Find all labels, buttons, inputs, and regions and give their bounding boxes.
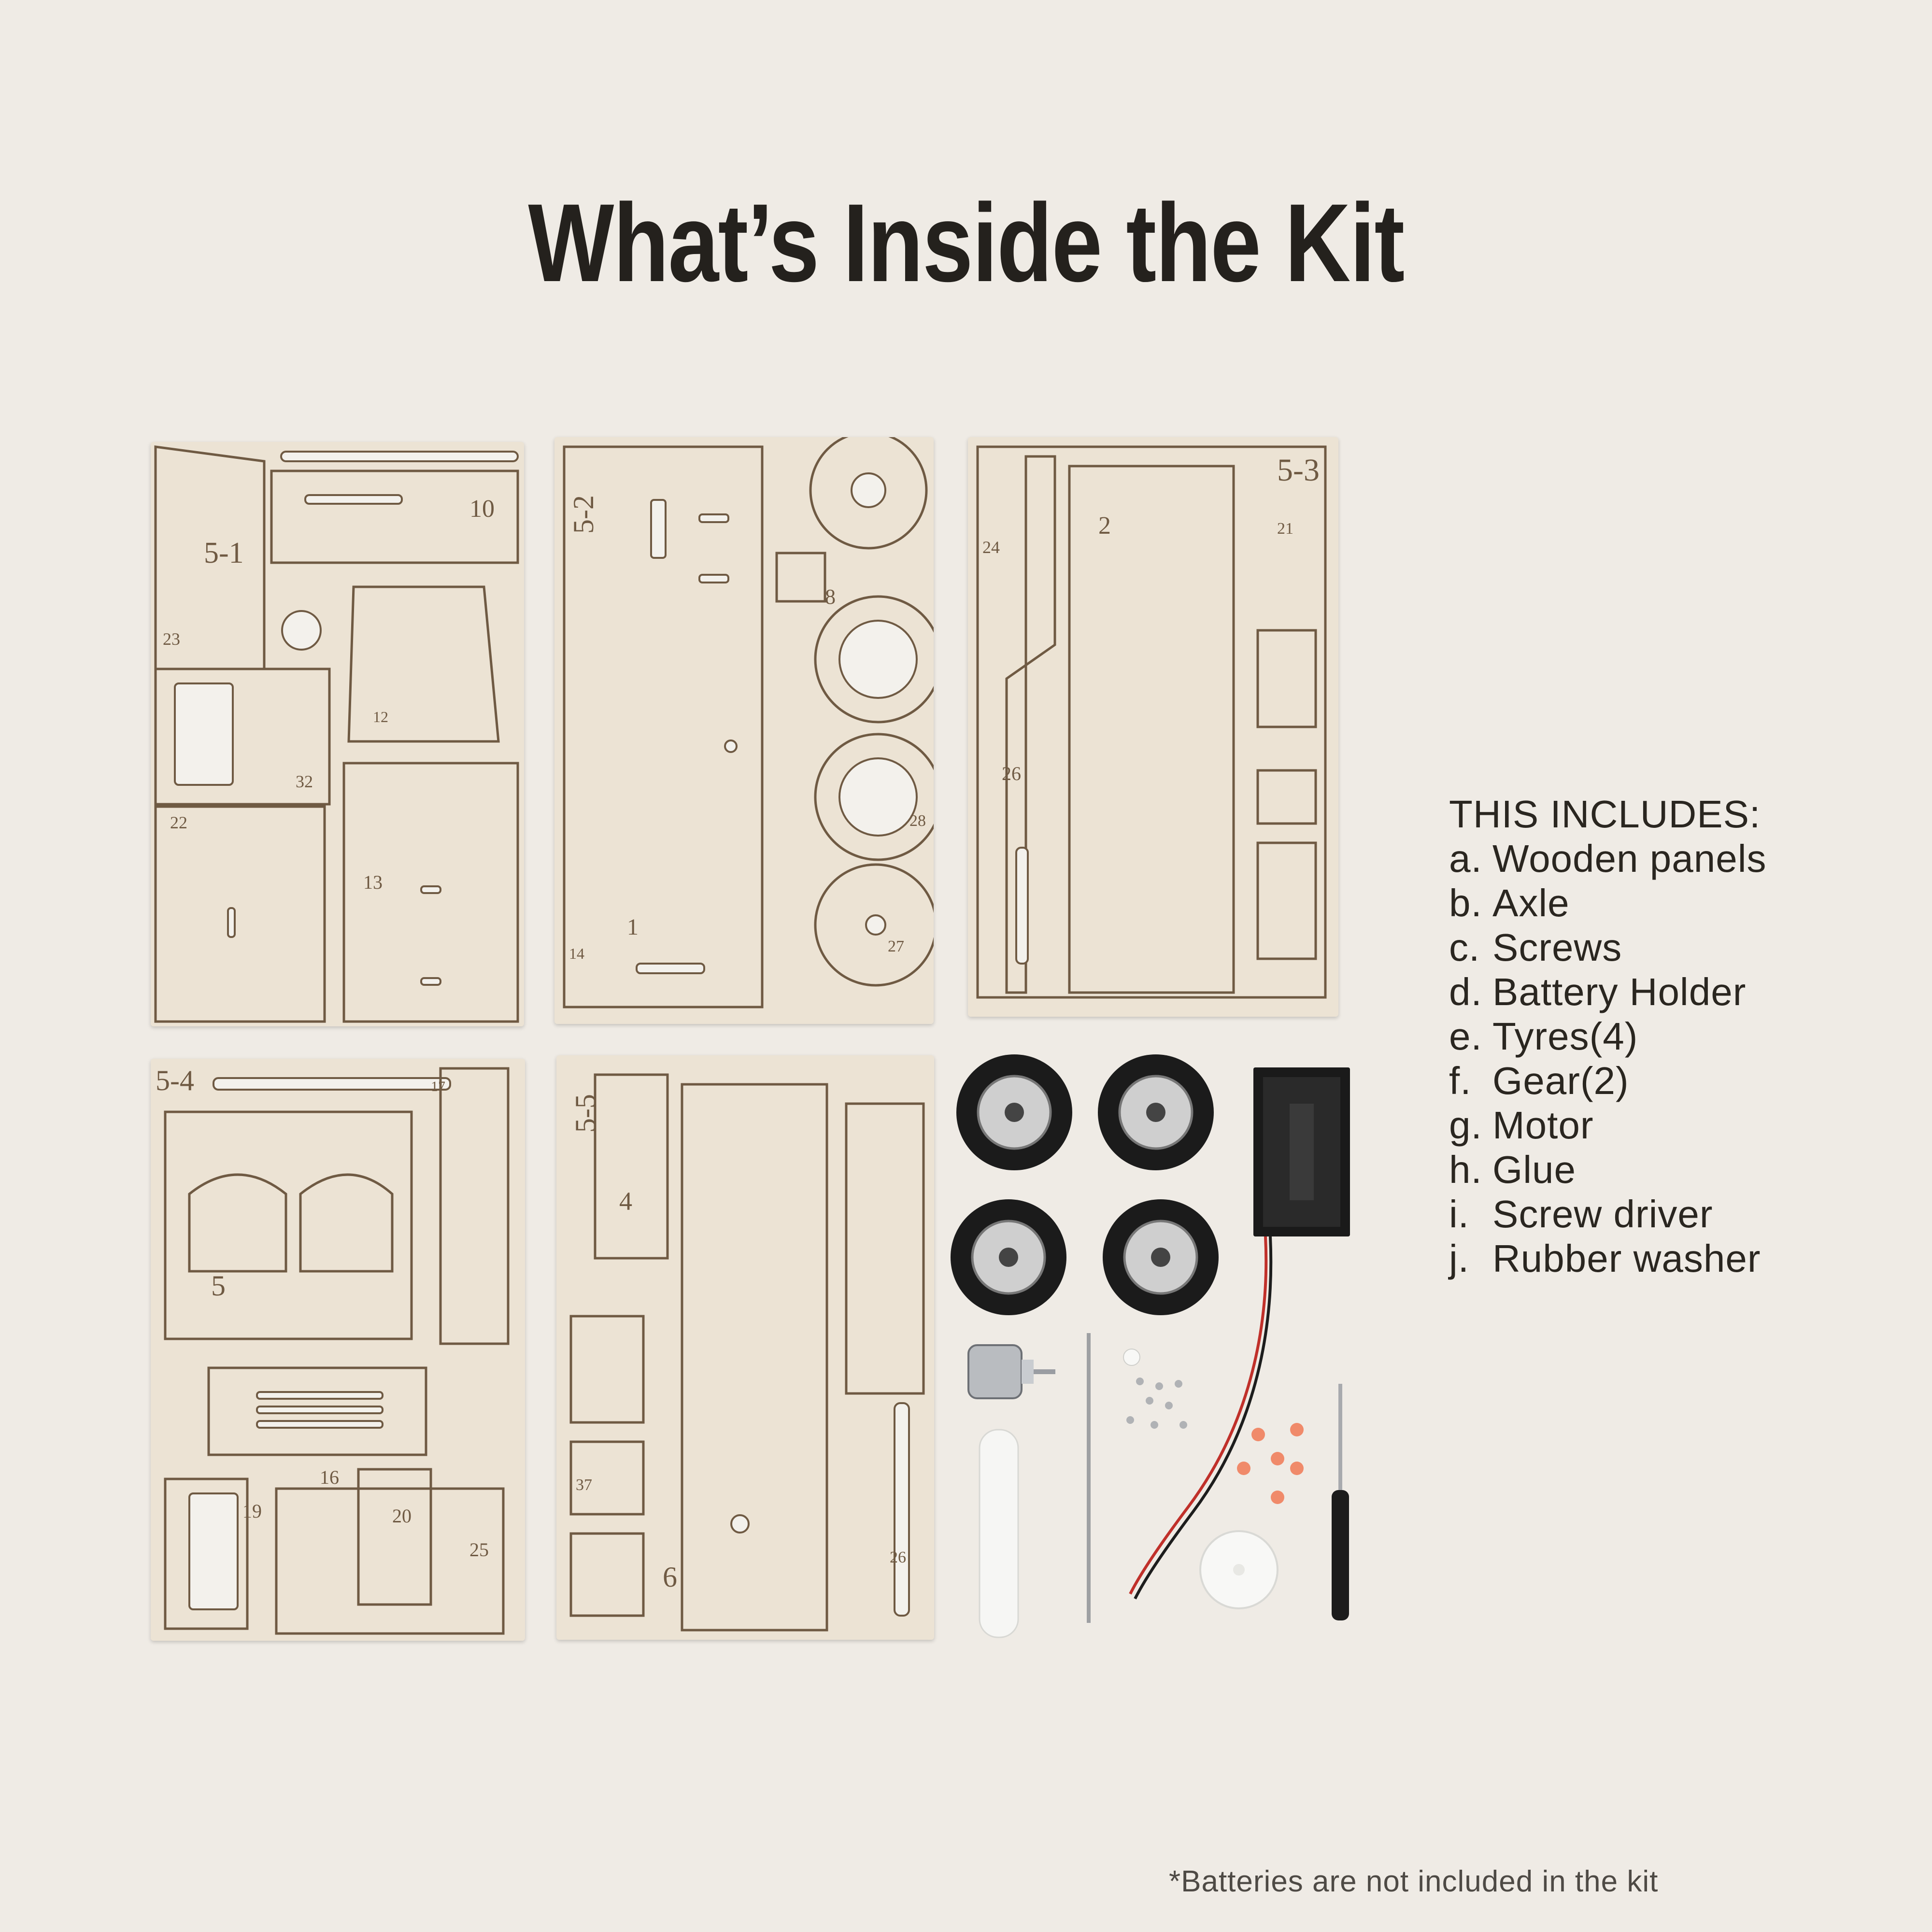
- svg-text:10: 10: [469, 495, 495, 523]
- list-item: i.Screw driver: [1449, 1193, 1713, 1236]
- svg-text:27: 27: [888, 938, 904, 955]
- svg-text:26: 26: [890, 1548, 906, 1566]
- svg-text:2: 2: [1098, 512, 1111, 540]
- screws: [1121, 1372, 1198, 1444]
- includes-list: THIS INCLUDES: a.Wooden panels b.Axle c.…: [1449, 792, 1767, 1281]
- svg-text:21: 21: [1277, 520, 1293, 538]
- large-gear: [1198, 1529, 1280, 1611]
- list-item: a.Wooden panels: [1449, 837, 1767, 880]
- tyre-4: [1100, 1197, 1221, 1318]
- svg-text:5: 5: [211, 1270, 226, 1302]
- panel-label: 5-1: [204, 537, 244, 569]
- svg-text:19: 19: [242, 1500, 262, 1522]
- svg-text:24: 24: [982, 538, 1000, 557]
- footnote: *Batteries are not included in the kit: [1169, 1865, 1659, 1898]
- wooden-panel-5-3: 5-3 2 21 24 26: [968, 437, 1338, 1017]
- svg-text:4: 4: [619, 1187, 632, 1216]
- axle: [1084, 1333, 1094, 1623]
- screwdriver: [1326, 1384, 1355, 1620]
- svg-text:14: 14: [569, 945, 584, 962]
- battery-wires: [1121, 1236, 1304, 1604]
- svg-text:1: 1: [627, 914, 639, 940]
- page-title: What’s Inside the Kit: [528, 181, 1405, 305]
- wooden-panel-5-1: 5-1 10 23 12 32 22 13: [151, 442, 524, 1026]
- svg-text:28: 28: [909, 812, 926, 830]
- wooden-panel-5-2: 5-2 8 1 28 27 14: [554, 437, 934, 1024]
- list-item: c.Screws: [1449, 926, 1622, 969]
- list-item: f.Gear(2): [1449, 1059, 1629, 1102]
- wooden-panel-5-4: 5-4 17 5 16 19 20 25: [151, 1059, 525, 1641]
- tyre-1: [954, 1052, 1075, 1173]
- tyre-2: [1095, 1052, 1216, 1173]
- svg-text:23: 23: [163, 629, 180, 649]
- rubber-washers: [1234, 1420, 1316, 1507]
- small-gear: [1122, 1348, 1141, 1367]
- list-item: d.Battery Holder: [1449, 970, 1747, 1013]
- includes-heading: THIS INCLUDES:: [1449, 793, 1761, 836]
- list-item: h.Glue: [1449, 1148, 1576, 1191]
- tyre-3: [948, 1197, 1069, 1318]
- motor: [959, 1335, 1055, 1408]
- svg-text:6: 6: [663, 1561, 677, 1593]
- list-item: e.Tyres(4): [1449, 1015, 1638, 1058]
- svg-text:5-2: 5-2: [568, 495, 599, 534]
- svg-text:17: 17: [431, 1079, 445, 1094]
- svg-text:5-3: 5-3: [1277, 453, 1320, 488]
- svg-text:22: 22: [170, 813, 187, 832]
- panel-label: 5-4: [156, 1065, 194, 1096]
- glue-tube: [975, 1427, 1023, 1640]
- list-item: j.Rubber washer: [1449, 1237, 1761, 1280]
- svg-text:12: 12: [373, 708, 388, 725]
- svg-text:25: 25: [469, 1539, 489, 1561]
- svg-text:5-5: 5-5: [569, 1094, 601, 1133]
- svg-text:13: 13: [363, 871, 383, 893]
- svg-text:20: 20: [392, 1505, 412, 1527]
- battery-holder: [1251, 1065, 1352, 1239]
- svg-text:37: 37: [576, 1476, 592, 1494]
- svg-text:16: 16: [320, 1466, 339, 1488]
- list-item: b.Axle: [1449, 881, 1570, 924]
- svg-text:32: 32: [296, 772, 313, 791]
- wooden-panel-5-5: 5-5 4 6 37 26: [556, 1055, 934, 1640]
- list-item: g.Motor: [1449, 1104, 1594, 1147]
- svg-text:26: 26: [1002, 763, 1021, 784]
- svg-text:8: 8: [825, 585, 836, 609]
